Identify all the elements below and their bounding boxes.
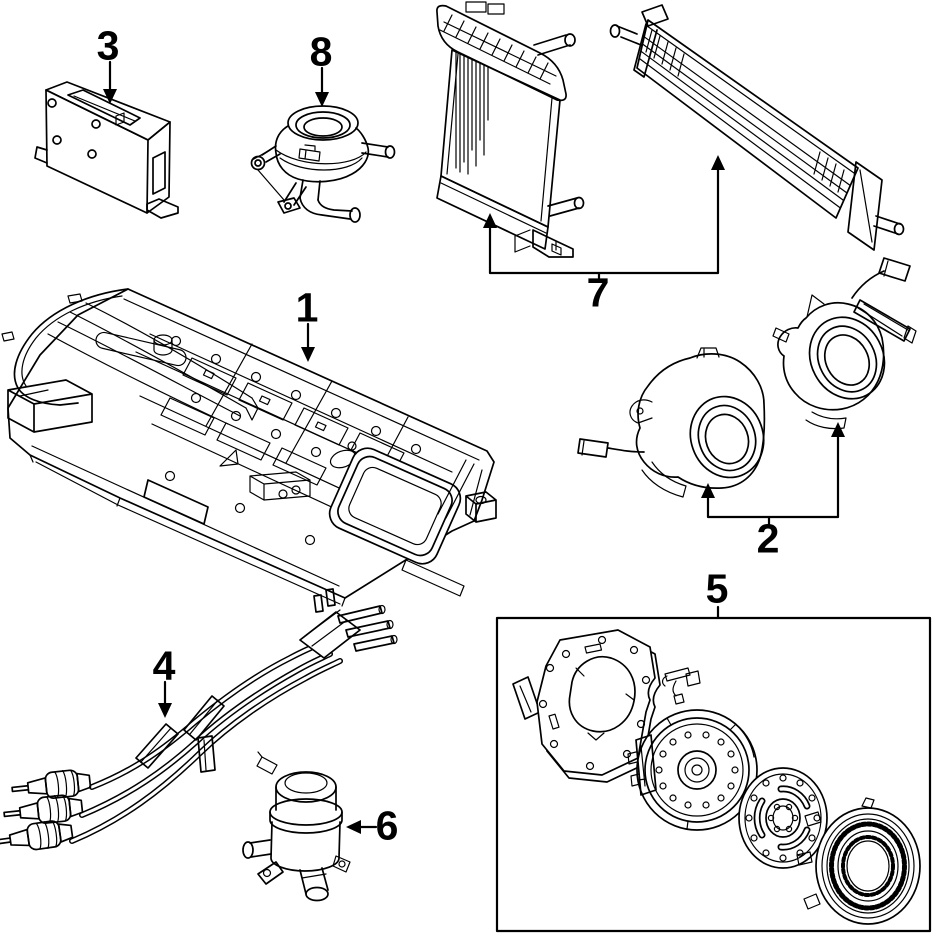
cable-end-connectors	[0, 769, 92, 851]
part-3-control-module-illustration	[34, 81, 179, 219]
callout-arrows	[103, 60, 845, 834]
part-6-water-pump-illustration	[242, 751, 351, 902]
part-2-blower-motor-left-illustration	[577, 347, 766, 498]
callout-label-3: 3	[96, 22, 120, 69]
callout-label-7: 7	[586, 269, 610, 316]
callout-label-4: 4	[152, 642, 176, 689]
callout-label-2: 2	[756, 515, 780, 562]
part-1-hybrid-battery-illustration	[1, 288, 497, 607]
callout-label-5: 5	[705, 565, 729, 612]
part-8-coolant-reservoir-illustration	[250, 105, 396, 223]
part-2-blower-motor-right-illustration	[772, 257, 917, 430]
callout-label-8: 8	[309, 28, 333, 75]
callout-label-6: 6	[375, 802, 399, 849]
part-5-assembly-box	[495, 616, 932, 933]
part-7-radiator-right-illustration	[609, 4, 905, 251]
callout-label-1: 1	[295, 284, 319, 331]
callout-arrow-2	[706, 433, 840, 527]
part-7-radiator-left-illustration	[436, 1, 585, 258]
part-4-cable-harness-illustration	[0, 588, 398, 851]
callout-arrow-7	[488, 166, 720, 282]
